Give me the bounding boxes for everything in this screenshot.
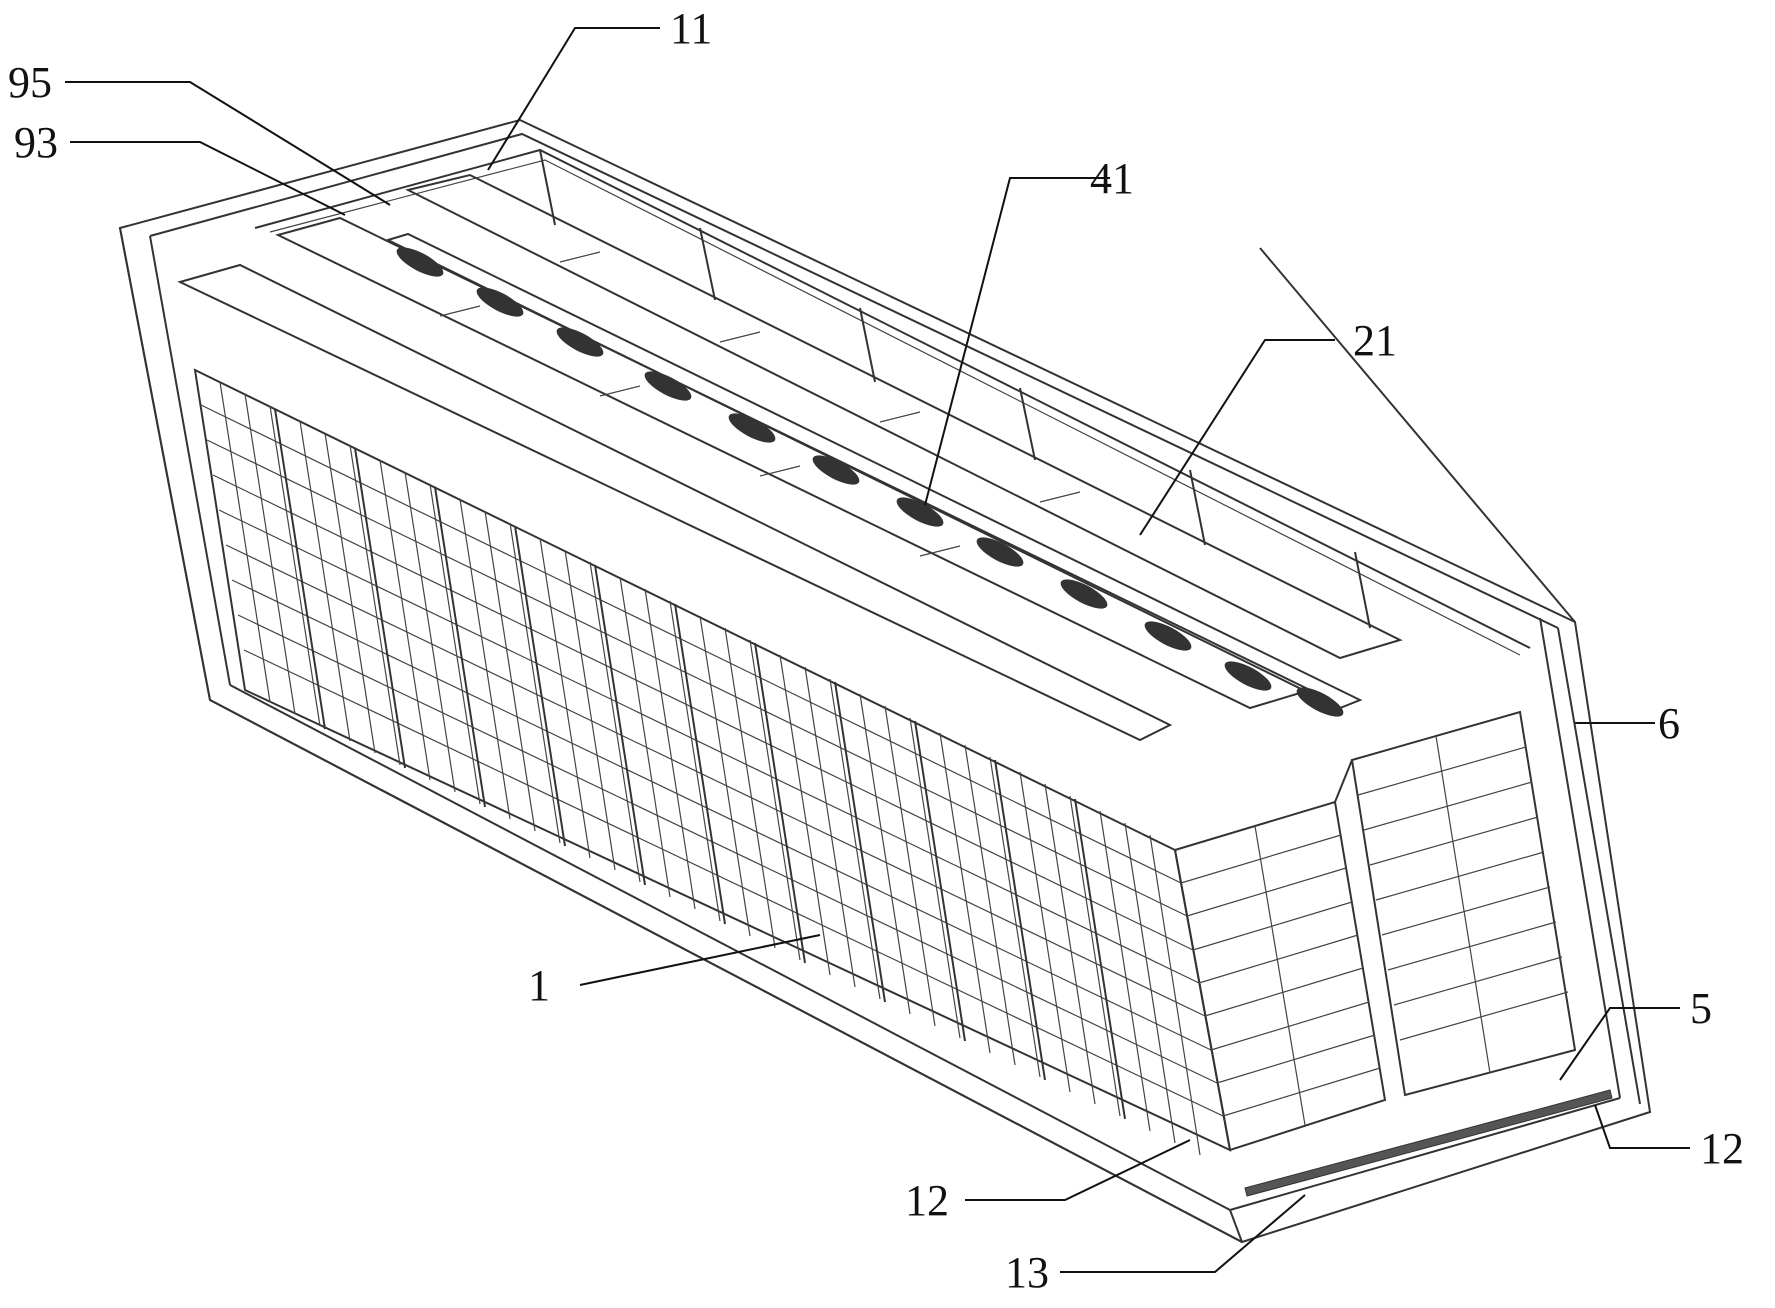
label-93: 93 bbox=[14, 118, 58, 167]
leader-12-left bbox=[965, 1139, 1191, 1201]
box-stack-front-left bbox=[1173, 800, 1387, 1152]
upper-rail-frame bbox=[254, 148, 1531, 656]
leader-21 bbox=[1139, 339, 1335, 536]
label-1: 1 bbox=[528, 961, 550, 1010]
label-21: 21 bbox=[1353, 316, 1397, 365]
leader-5 bbox=[1559, 1007, 1680, 1081]
label-12-left: 12 bbox=[905, 1176, 949, 1225]
conveyor-gears bbox=[396, 247, 1344, 717]
label-13: 13 bbox=[1005, 1248, 1049, 1297]
label-5: 5 bbox=[1690, 984, 1712, 1033]
leader-95 bbox=[65, 81, 391, 206]
reference-labels: 95 93 11 41 21 6 1 5 12 12 13 bbox=[8, 4, 1744, 1297]
box-grid-horizontals bbox=[200, 404, 1224, 1117]
leader-93 bbox=[70, 141, 346, 216]
top-beams bbox=[177, 173, 1403, 742]
pallet-dividers bbox=[274, 408, 1126, 1120]
box-stack-front-right bbox=[1334, 710, 1577, 1097]
leader-11 bbox=[487, 27, 660, 171]
rail-uprights bbox=[539, 149, 1371, 629]
leader-12-right bbox=[1594, 1104, 1690, 1149]
label-41: 41 bbox=[1090, 154, 1134, 203]
label-95: 95 bbox=[8, 58, 52, 107]
label-11: 11 bbox=[670, 4, 712, 53]
leader-1 bbox=[579, 934, 821, 986]
box-wall-long-side bbox=[193, 368, 1232, 1156]
label-6: 6 bbox=[1658, 699, 1680, 748]
label-12-right: 12 bbox=[1700, 1124, 1744, 1173]
bottom-rack-strip bbox=[1244, 1089, 1613, 1197]
container-outer-frame bbox=[118, 118, 1652, 1244]
leader-41 bbox=[924, 177, 1110, 506]
conveyor-strip bbox=[385, 232, 1363, 717]
leader-lines bbox=[65, 27, 1690, 1273]
box-grid-verticals bbox=[219, 381, 1201, 1156]
leader-13 bbox=[1060, 1194, 1306, 1273]
